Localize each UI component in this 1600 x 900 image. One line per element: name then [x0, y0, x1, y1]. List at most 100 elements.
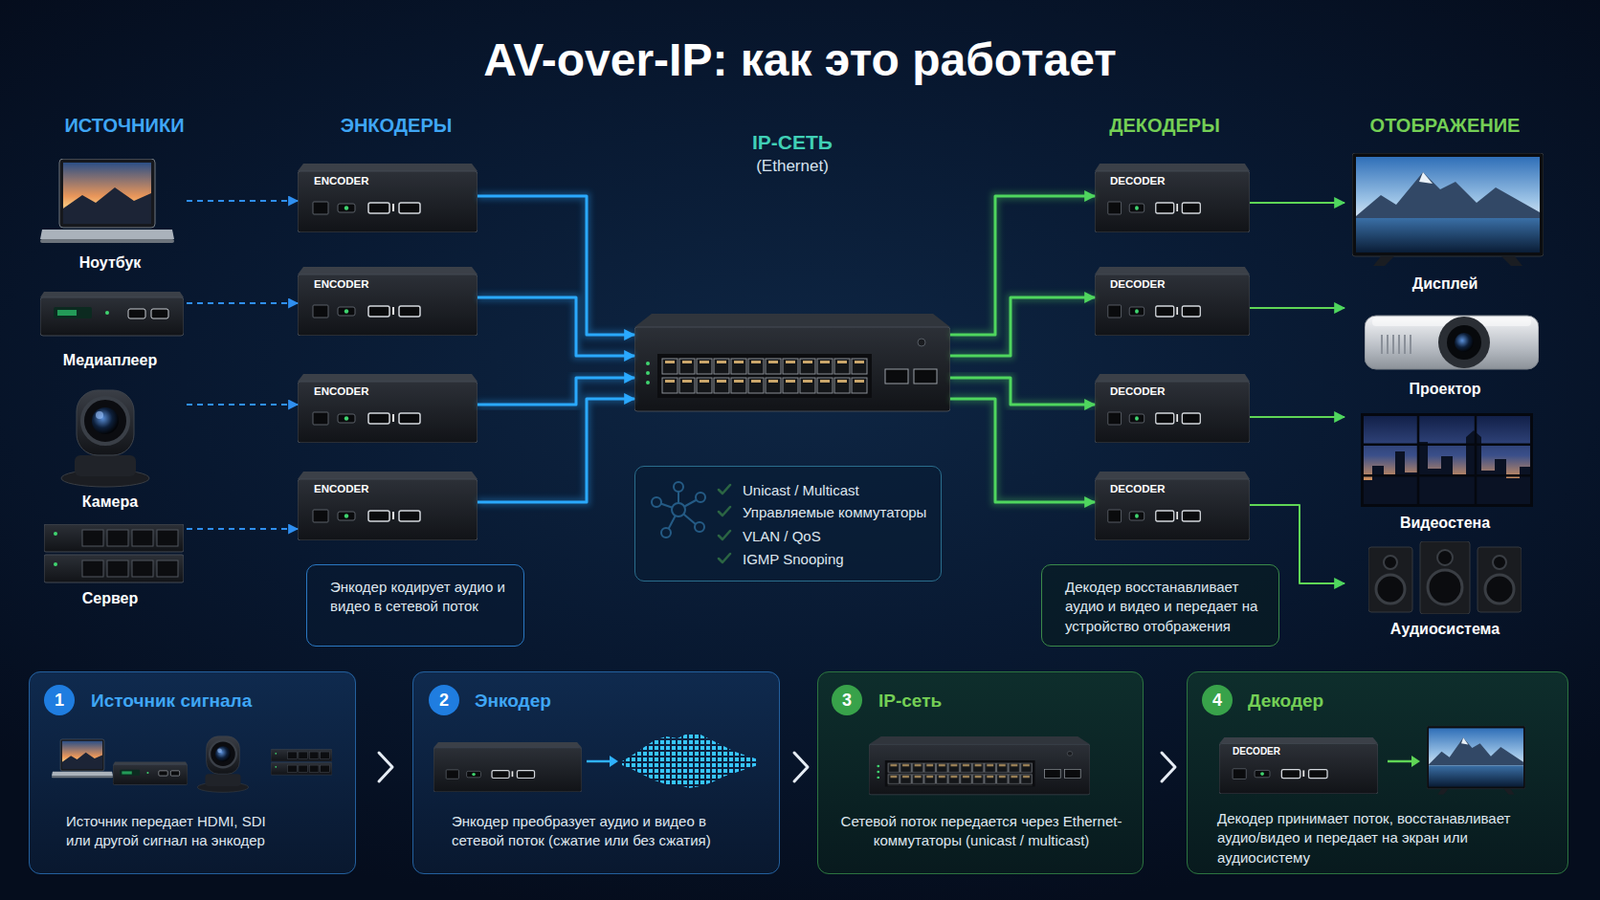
node-text: Сервер: [33, 589, 187, 609]
node-text: ENCODER: [313, 277, 448, 293]
connector-arrow: [186, 528, 298, 531]
node-text: Unicast / Multicast: [742, 481, 934, 501]
node-text: 2: [428, 685, 460, 716]
source-device: Сервер: [33, 518, 187, 615]
display-device: Дисплей: [1344, 151, 1546, 297]
server-icon: [44, 524, 184, 583]
decoder-box: DECODER: [1094, 471, 1250, 541]
connector-arrow: [186, 200, 298, 202]
node-text: Управляемые коммутаторы: [742, 503, 934, 523]
source-icons: [40, 158, 184, 583]
note-box: Энкодер кодирует аудио и видео в сетевой…: [306, 564, 525, 647]
node-text: Источник передает HDMI, SDI или другой с…: [66, 812, 287, 852]
display-device: Проектор: [1344, 304, 1546, 402]
decoder-box: DECODER: [1094, 163, 1250, 233]
connector-glow: [477, 196, 635, 335]
connector-arrow: [1249, 307, 1345, 310]
projector-icon: [1364, 315, 1539, 370]
node-text: Декодер принимает поток, восстанавливает…: [1217, 809, 1553, 868]
decoder-box: DECODER: [1220, 738, 1379, 796]
node-text: DECODER: [1110, 482, 1225, 498]
connector-arrow: [477, 399, 635, 503]
node-text: 1: [44, 685, 75, 716]
videowall-icon: [1360, 413, 1534, 508]
decoder-device: [1094, 374, 1250, 444]
node-text: Видеостена: [1344, 513, 1546, 534]
encoder-box: ENCODER: [297, 266, 478, 336]
connector-glow: [950, 399, 1095, 503]
node-text: DECODER: [1110, 277, 1225, 293]
display-icon: [1352, 153, 1544, 267]
encoder-box: ENCODER: [297, 163, 478, 233]
connector-glow: [950, 196, 1095, 335]
node-text: Энкодер преобразует аудио и видео в сете…: [451, 812, 758, 852]
connector-arrow: [950, 297, 1095, 356]
node-text: DECODER: [1232, 745, 1348, 759]
laptop-icon: [40, 158, 175, 244]
step-panel: IP-сетьСетевой поток передается через Et…: [817, 671, 1144, 875]
column-heading: ДЕКОДЕРЫ: [1068, 113, 1261, 137]
encoder-box: ENCODER: [297, 471, 478, 541]
node-text: VLAN / QoS: [742, 527, 934, 547]
source-device: Медиаплеер: [33, 287, 187, 376]
node-text: Источник сигнала: [90, 688, 340, 714]
feature-box: Unicast / MulticastУправляемые коммутато…: [634, 466, 942, 582]
node-text: 4: [1201, 685, 1233, 716]
column-heading: ИСТОЧНИКИ: [28, 113, 221, 137]
decoder-device: [1094, 471, 1250, 541]
connector-arrow: [186, 302, 298, 305]
step-number: 1: [44, 685, 75, 716]
node-text: Декодер восстанавливает аудио и видео и …: [1065, 577, 1262, 637]
diagram-title: AV-over-IP: как это работает: [0, 32, 1600, 89]
node-text: Аудиосистема: [1344, 620, 1546, 640]
connector-arrow: [186, 403, 298, 406]
step-panel: ДекодерДекодер принимает поток, восстана…: [1186, 671, 1569, 875]
encoder-device: [297, 163, 478, 233]
step-number: 4: [1201, 685, 1233, 716]
encoder-device: [297, 374, 478, 444]
node-text: (Ethernet): [634, 155, 951, 177]
decoder-device: [1094, 266, 1250, 336]
encoder-devices: [297, 163, 478, 541]
panel-fills: [28, 671, 1569, 875]
connector-arrow: [950, 399, 1095, 503]
decoder-box: DECODER: [1094, 374, 1250, 444]
network-switch: IP-СЕТЬ(Ethernet): [634, 130, 951, 416]
step-chevrons: [378, 753, 1176, 782]
node-text: Медиаплеер: [33, 351, 187, 371]
node-text: DECODER: [1110, 384, 1225, 400]
step-panel: Источник сигналаИсточник передает HDMI, …: [28, 671, 356, 875]
decoder-device: [1094, 163, 1250, 233]
camera-icon: [61, 390, 150, 488]
step-panel: ЭнкодерЭнкодер преобразует аудио и видео…: [412, 671, 780, 875]
node-text: DECODER: [1110, 174, 1225, 190]
column-heading: ОТОБРАЖЕНИЕ: [1349, 113, 1541, 137]
encoder-box: ENCODER: [297, 374, 478, 444]
display-device: Аудиосистема: [1344, 540, 1546, 646]
connector-arrow: [950, 196, 1095, 335]
column-heading: ЭНКОДЕРЫ: [300, 113, 492, 137]
encoder-device: [297, 471, 478, 541]
switch-device: [634, 313, 951, 412]
node-text: Энкодер кодирует аудио и видео в сетевой…: [330, 577, 507, 618]
note-box: Декодер восстанавливает аудио и видео и …: [1041, 564, 1280, 647]
step-number: 3: [831, 685, 863, 716]
connector-arrow: [477, 297, 635, 356]
step-number: 2: [428, 685, 460, 716]
node-text: IP-сеть: [878, 688, 1128, 714]
node-text: Дисплей: [1344, 274, 1546, 294]
node-text: ENCODER: [313, 482, 448, 498]
node-text: Ноутбук: [33, 253, 187, 273]
node-text: 3: [831, 685, 863, 716]
node-text: ENCODER: [313, 174, 448, 190]
connector-glow: [950, 297, 1095, 356]
connector-arrow: [1249, 201, 1345, 204]
speakers-icon: [1368, 541, 1522, 615]
step-illustrations: [51, 726, 1526, 796]
node-text: IP-СЕТЬ: [634, 130, 951, 156]
node-text: Проектор: [1344, 379, 1546, 400]
connector-arrow: [1249, 416, 1345, 419]
connector-arrow: [477, 196, 635, 335]
